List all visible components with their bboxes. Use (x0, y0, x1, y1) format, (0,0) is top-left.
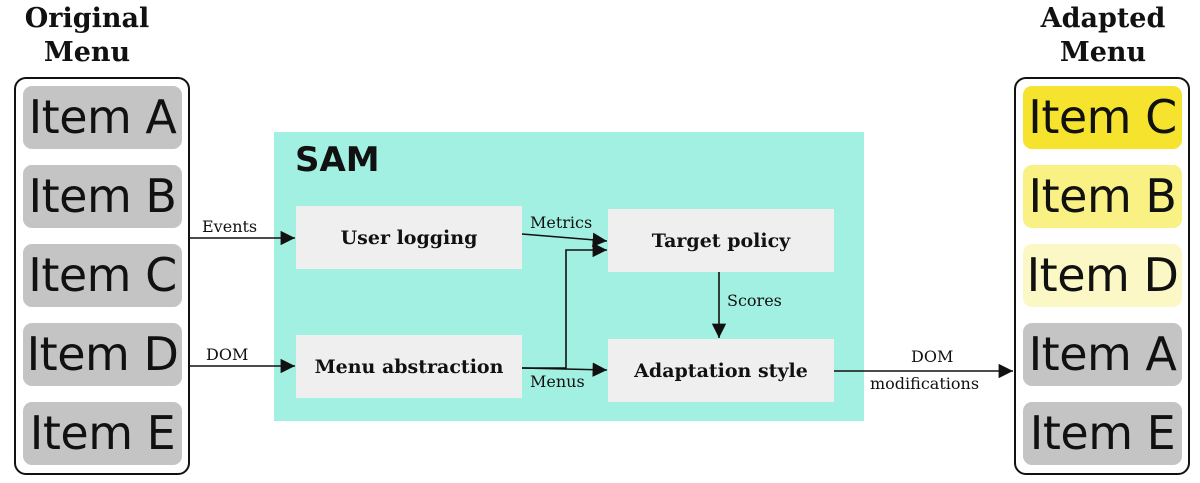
original-menu-title: Original Menu (2, 2, 172, 70)
adapted-menu-title: Adapted Menu (1018, 2, 1188, 70)
user-logging-block: User logging (296, 206, 522, 269)
original-menu: Item A Item B Item C Item D Item E (14, 77, 190, 475)
events-label: Events (202, 217, 258, 236)
adapted-menu: Item C Item B Item D Item A Item E (1014, 77, 1190, 475)
adapted-menu-item[interactable]: Item E (1023, 402, 1182, 465)
menus-label: Menus (530, 372, 585, 391)
original-menu-title-line2: Menu (43, 37, 131, 68)
target-policy-block: Target policy (608, 209, 834, 272)
original-menu-item[interactable]: Item A (23, 86, 182, 149)
dom-out-label-line2: modifications (870, 374, 980, 393)
menus-arrow (521, 362, 608, 377)
adapted-menu-title-line1: Adapted (1040, 3, 1166, 34)
original-menu-title-line1: Original (24, 3, 150, 34)
dom-out-label-line1: DOM (911, 347, 954, 366)
original-menu-item[interactable]: Item E (23, 402, 182, 465)
adaptation-style-block: Adaptation style (608, 339, 834, 402)
metrics-label: Metrics (530, 213, 593, 232)
adapted-menu-title-line2: Menu (1059, 37, 1147, 68)
adapted-menu-item[interactable]: Item D (1023, 244, 1182, 307)
adapted-menu-item[interactable]: Item C (1023, 86, 1182, 149)
scores-label: Scores (727, 291, 782, 310)
original-menu-item[interactable]: Item B (23, 165, 182, 228)
dom-in-label: DOM (206, 345, 249, 364)
original-menu-item[interactable]: Item D (23, 323, 182, 386)
adapted-menu-item[interactable]: Item A (1023, 323, 1182, 386)
menus-to-target-arrow (522, 242, 607, 369)
adapted-menu-item[interactable]: Item B (1023, 165, 1182, 228)
menu-abstraction-block: Menu abstraction (296, 335, 522, 398)
original-menu-item[interactable]: Item C (23, 244, 182, 307)
sam-title: SAM (295, 140, 380, 180)
metrics-arrow (521, 232, 608, 247)
